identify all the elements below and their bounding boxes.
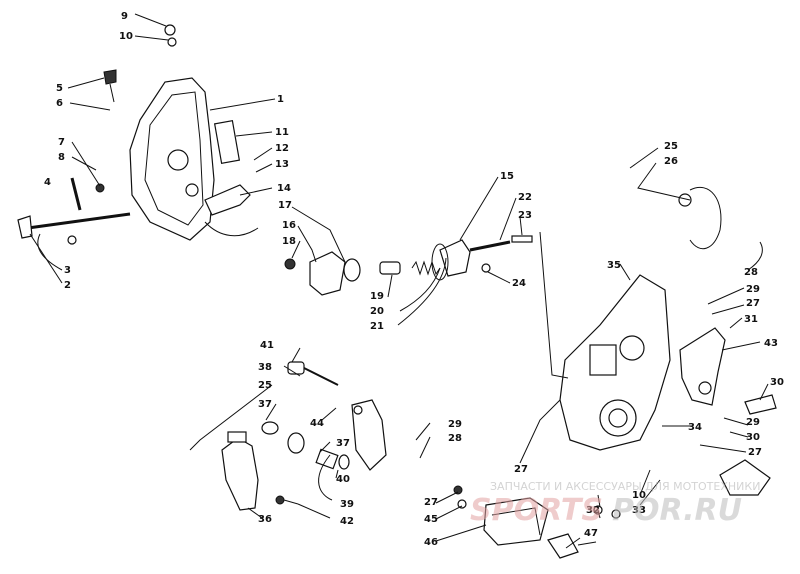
callout-1: 1 xyxy=(277,94,284,105)
leader-lines xyxy=(29,13,769,549)
callout-3: 3 xyxy=(64,265,71,276)
callout-22: 22 xyxy=(518,192,532,203)
callout-34: 34 xyxy=(688,422,702,433)
callout-27d: 27 xyxy=(424,497,438,508)
shaft-and-fasteners-left xyxy=(17,24,177,245)
callout-44: 44 xyxy=(310,418,324,429)
callout-14: 14 xyxy=(277,183,291,194)
bracket-assembly-left xyxy=(221,361,387,511)
callout-27b: 27 xyxy=(748,447,762,458)
callout-10: 10 xyxy=(119,31,133,42)
callout-27: 27 xyxy=(746,298,760,309)
callout-5: 5 xyxy=(56,83,63,94)
callout-47: 47 xyxy=(584,528,598,539)
callout-2: 2 xyxy=(64,280,71,291)
callout-18: 18 xyxy=(282,236,296,247)
chaincase-housing-right xyxy=(559,187,777,496)
callout-25: 25 xyxy=(664,141,678,152)
callout-41: 41 xyxy=(260,340,274,351)
callout-4: 4 xyxy=(44,177,51,188)
callout-23: 23 xyxy=(518,210,532,221)
callout-42: 42 xyxy=(340,516,354,527)
callout-45: 45 xyxy=(424,514,438,525)
watermark-brand-right: POR.RU xyxy=(612,493,742,528)
callout-39: 39 xyxy=(340,499,354,510)
watermark-brand-left: SPORTS xyxy=(470,493,603,528)
callout-33: 33 xyxy=(632,505,646,516)
callout-24: 24 xyxy=(512,278,526,289)
callout-37: 37 xyxy=(258,399,272,410)
callout-28c: 28 xyxy=(448,433,462,444)
callout-25b: 25 xyxy=(258,380,272,391)
callout-16: 16 xyxy=(282,220,296,231)
callout-40: 40 xyxy=(336,474,350,485)
callout-35: 35 xyxy=(607,260,621,271)
tensioner-assembly xyxy=(284,235,533,296)
callout-28: 28 xyxy=(744,267,758,278)
callout-31: 31 xyxy=(744,314,758,325)
callout-29b: 29 xyxy=(746,417,760,428)
callout-12: 12 xyxy=(275,143,289,154)
callout-37b: 37 xyxy=(336,438,350,449)
callout-27c: 27 xyxy=(514,464,528,475)
watermark: ЗАПЧАСТИ И АКСЕССУАРЫ ДЛЯ МОТОТЕХНИКИ SP… xyxy=(470,480,760,528)
callout-9: 9 xyxy=(121,11,128,22)
callout-43: 43 xyxy=(764,338,778,349)
callout-19: 19 xyxy=(370,291,384,302)
callout-11: 11 xyxy=(275,127,289,138)
callout-30: 30 xyxy=(770,377,784,388)
callout-32: 32 xyxy=(586,505,600,516)
callout-8: 8 xyxy=(58,152,65,163)
callout-36: 36 xyxy=(258,514,272,525)
callout-29: 29 xyxy=(746,284,760,295)
callout-10b: 10 xyxy=(632,490,646,501)
callout-15: 15 xyxy=(500,171,514,182)
bottom-motor-box xyxy=(453,485,621,559)
callout-7: 7 xyxy=(58,137,65,148)
callout-38: 38 xyxy=(258,362,272,373)
callout-20: 20 xyxy=(370,306,384,317)
callout-26: 26 xyxy=(664,156,678,167)
callout-46: 46 xyxy=(424,537,438,548)
callout-29c: 29 xyxy=(448,419,462,430)
callout-13: 13 xyxy=(275,159,289,170)
chaincase-housing-left xyxy=(129,77,259,241)
callout-6: 6 xyxy=(56,98,63,109)
callout-21: 21 xyxy=(370,321,384,332)
callout-30b: 30 xyxy=(746,432,760,443)
callout-17: 17 xyxy=(278,200,292,211)
callout-labels: 9 10 5 6 1 11 12 13 14 7 8 4 3 2 17 16 1… xyxy=(44,11,784,548)
watermark-tagline: ЗАПЧАСТИ И АКСЕССУАРЫ ДЛЯ МОТОТЕХНИКИ xyxy=(490,480,760,493)
